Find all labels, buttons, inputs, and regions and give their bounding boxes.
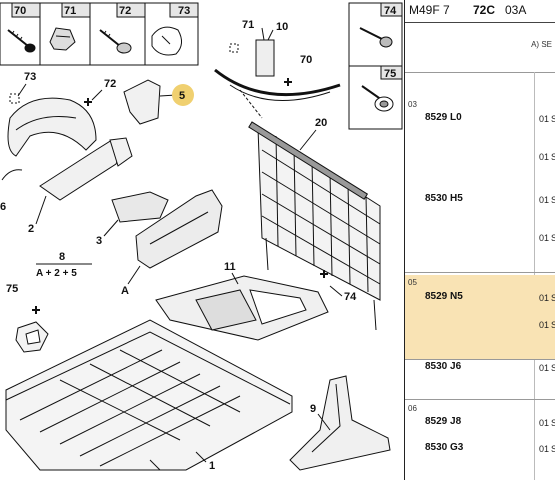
part-ref[interactable]: 8530 J6 [425,361,462,372]
part-ref[interactable]: 8530 H5 [425,193,463,204]
screw-74-icon [359,27,393,48]
callout-71[interactable]: 71 [64,5,76,17]
section-number: 05 [408,278,417,287]
code-bold: 72C [473,3,496,17]
trim-A [135,189,223,269]
label-6[interactable]: 6 [0,201,6,213]
label-72[interactable]: 72 [104,78,116,90]
floor-panel-1 [5,319,293,471]
label-1[interactable]: 1 [209,460,215,472]
plus-marker-74 [320,270,328,278]
qty: 01 [539,320,550,330]
label-20[interactable]: 20 [315,117,327,129]
grommet-part [15,321,49,353]
qty-code: S [551,293,555,303]
plus-marker [284,78,292,86]
part-ref[interactable]: 8529 L0 [425,112,462,123]
column-header: A) SE [405,22,555,73]
callout-72[interactable]: 72 [119,5,131,17]
callout-74[interactable]: 74 [384,5,397,17]
label-11[interactable]: 11 [224,261,236,273]
qty: 01 [539,152,550,162]
section-06[interactable]: 06 8529 J8 01 S 8530 G3 01 S [405,401,555,480]
bracket-detail [214,27,341,119]
screw-75-icon [361,85,394,112]
section-03[interactable]: 03 8529 L0 01 S 01 S 8530 H5 01 S 01 S [405,97,555,273]
qty-code: S [551,444,555,454]
qty: 01 [539,418,550,428]
code-prefix: M49F 7 [409,3,450,17]
plug-73-icon [151,26,182,56]
parts-exploded-diagram: 70 71 72 73 74 75 [0,2,403,472]
label-10[interactable]: 10 [276,21,288,33]
qty-code: S [551,195,555,205]
trim-5 [123,79,161,125]
qty: 01 [539,444,550,454]
cargo-net [248,121,381,331]
qty-code: S [551,320,555,330]
part-ref[interactable]: 8529 N5 [425,291,463,302]
qty-code: S [551,363,555,373]
section-number: 06 [408,404,417,413]
label-8[interactable]: 8 [59,251,65,263]
diagram-code-header: M49F 7 72C 03A [405,0,555,23]
label-3[interactable]: 3 [96,235,102,247]
trim-3 [111,191,169,223]
plus-marker-75 [32,306,40,314]
column-header-text: A) SE [531,40,552,49]
section-05-highlighted[interactable]: 05 8529 N5 01 S 01 S [405,275,555,360]
parts-list-panel: M49F 7 72C 03A A) SE 03 8529 L0 01 S 01 … [404,0,555,480]
plus-marker-72 [84,98,92,106]
corner-trim-9 [289,375,391,471]
qty-code: S [551,418,555,428]
part-ref[interactable]: 8530 G3 [425,442,464,453]
qty: 01 [539,114,550,124]
clip-71-icon [49,27,76,51]
qty-code: S [551,114,555,124]
formula-label: A + 2 + 5 [36,268,77,279]
label-71[interactable]: 71 [242,19,254,31]
callout-75[interactable]: 75 [384,68,396,80]
qty: 01 [539,233,550,243]
callout-5-hotspot[interactable]: 5 [172,84,194,106]
part-ref[interactable]: 8529 J8 [425,416,462,427]
qty-code: S [551,152,555,162]
qty-code: S [551,233,555,243]
callout-73[interactable]: 73 [178,5,190,17]
qty: 01 [539,293,550,303]
callout-70[interactable]: 70 [14,5,26,17]
tray-11 [155,275,329,341]
side-trim-2 [39,137,133,201]
label-2[interactable]: 2 [28,223,34,235]
label-73[interactable]: 73 [24,71,36,83]
fastener-box-74-75 [348,2,403,130]
fastener-strip [0,2,199,66]
wheel-arch-trim [1,97,97,181]
screw-72-icon [99,29,132,54]
section-number: 03 [408,100,417,109]
label-5[interactable]: 5 [179,90,185,102]
screw-70-icon [7,29,36,53]
label-70[interactable]: 70 [300,54,312,66]
section-05-continued[interactable]: 8530 J6 01 S [405,359,555,400]
qty: 01 [539,195,550,205]
label-75[interactable]: 75 [6,283,18,295]
label-A[interactable]: A [121,285,129,297]
label-9[interactable]: 9 [310,403,316,415]
qty: 01 [539,363,550,373]
code-suffix: 03A [505,3,527,17]
label-74[interactable]: 74 [344,291,357,303]
